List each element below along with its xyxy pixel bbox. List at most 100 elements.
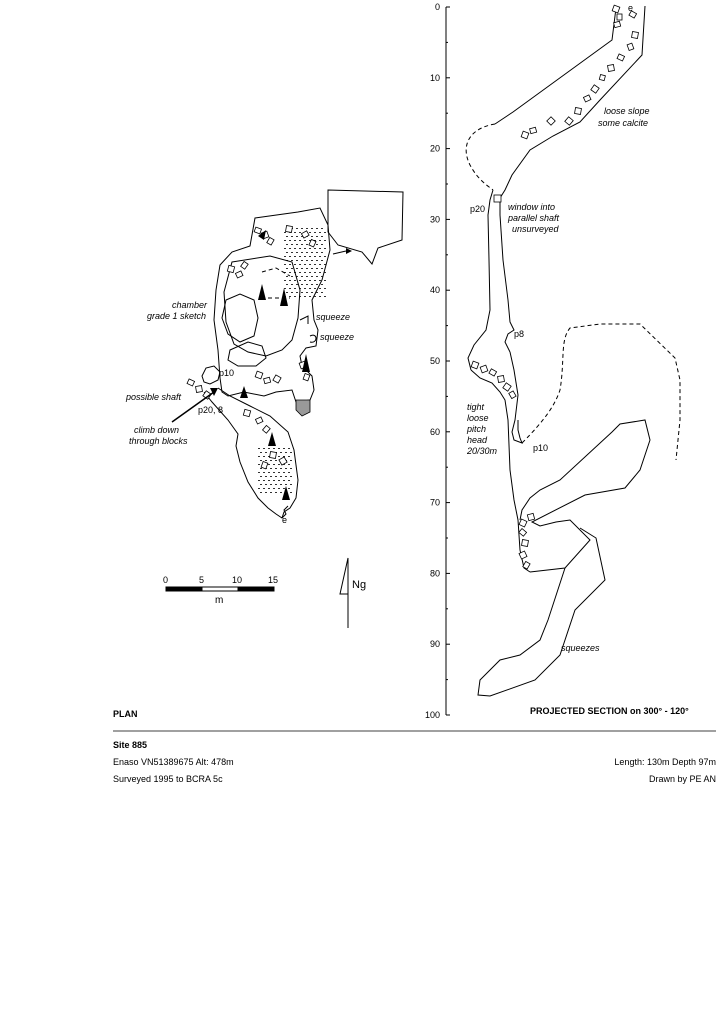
- p10-loop: [201, 365, 221, 385]
- sediment-dot: [306, 228, 308, 229]
- sediment-dot: [316, 244, 318, 245]
- sediment-dot: [273, 464, 275, 465]
- sediment-dot: [260, 452, 262, 453]
- sediment-dot: [296, 292, 298, 293]
- sediment-dot: [324, 272, 326, 273]
- climb-down-arrow: [171, 391, 215, 423]
- sediment-dot: [324, 296, 326, 297]
- sediment-dot: [306, 276, 308, 277]
- sediment-dot: [306, 252, 308, 253]
- sediment-dot: [299, 232, 301, 233]
- sediment-dot: [284, 240, 286, 241]
- sediment-dot: [301, 252, 303, 253]
- connection-arrowhead: [346, 248, 352, 254]
- sediment-dot: [286, 268, 288, 269]
- sediment-dot: [268, 480, 270, 481]
- window-into-label: window into: [508, 202, 555, 212]
- sediment-dot: [275, 468, 277, 469]
- sediment-dot: [260, 492, 262, 493]
- sediment-dot: [306, 284, 308, 285]
- sediment-dot: [316, 276, 318, 277]
- dashed-parallel-passage: [521, 323, 681, 461]
- sediment-dot: [314, 288, 316, 289]
- sediment-dot: [299, 240, 301, 241]
- sediment-dot: [311, 252, 313, 253]
- sediment-dot: [316, 292, 318, 293]
- sediment-dot: [284, 232, 286, 233]
- scale-tick-0: 0: [163, 575, 168, 585]
- sediment-dot: [306, 268, 308, 269]
- plan-boulders: [186, 225, 317, 470]
- connection-arrow: [332, 250, 347, 255]
- sediment-dot: [296, 236, 298, 237]
- sediment-dot: [289, 288, 291, 289]
- location-text: Enaso VN51389675 Alt: 478m: [113, 757, 234, 767]
- unsurveyed-label: unsurveyed: [512, 224, 560, 234]
- sediment-dot: [285, 452, 287, 453]
- sediment-dot: [291, 268, 293, 269]
- sediment-dot: [319, 280, 321, 281]
- sediment-dot: [286, 244, 288, 245]
- sediment-dot: [296, 228, 298, 229]
- sediment-dot: [309, 264, 311, 265]
- pitch-label: pitch: [466, 424, 486, 434]
- sediment-dot: [283, 456, 285, 457]
- sediment-dot: [316, 236, 318, 237]
- sediment-dot: [278, 456, 280, 457]
- sediment-dot: [294, 288, 296, 289]
- sediment-dot: [306, 292, 308, 293]
- sediment-dot: [314, 240, 316, 241]
- sediment-dot: [263, 448, 265, 449]
- sediment-dot: [291, 276, 293, 277]
- inner-rock-2: [227, 341, 267, 367]
- sediment-dot: [291, 284, 293, 285]
- head-label: head: [467, 435, 488, 445]
- north-label: Ng: [352, 579, 366, 591]
- sediment-dot: [319, 296, 321, 297]
- loose-label: loose: [467, 413, 489, 423]
- sediment-dot: [319, 232, 321, 233]
- sediment-dot: [273, 480, 275, 481]
- sediment-dot: [324, 280, 326, 281]
- sediment-dot: [309, 296, 311, 297]
- parallel-shaft-label: parallel shaft: [507, 213, 560, 223]
- depth-tick-label: 30: [430, 214, 440, 224]
- sediment-dot: [290, 476, 292, 477]
- sediment-dot: [290, 452, 292, 453]
- sediment-dot: [314, 232, 316, 233]
- sediment-dot: [316, 228, 318, 229]
- sediment-dot: [301, 284, 303, 285]
- possible-shaft-label: possible shaft: [125, 392, 182, 402]
- section-p20-label: p20: [470, 204, 485, 214]
- sediment-dot: [294, 256, 296, 257]
- dashed-chamber: [465, 123, 496, 191]
- sediment-dot: [286, 276, 288, 277]
- sediment-dot: [263, 456, 265, 457]
- sediment-dot: [290, 468, 292, 469]
- sediment-dot: [311, 276, 313, 277]
- sediment-dot: [311, 284, 313, 285]
- sediment-dot: [304, 296, 306, 297]
- sediment-dot: [283, 464, 285, 465]
- sediment-dot: [291, 236, 293, 237]
- climb-down-arrowhead: [210, 388, 218, 396]
- sediment-dot: [321, 244, 323, 245]
- sediment-dot: [304, 248, 306, 249]
- sediment-dot: [299, 256, 301, 257]
- sediment-dot: [284, 248, 286, 249]
- plan-p10-label: p10: [219, 368, 234, 378]
- inner-rock-1: [221, 293, 259, 343]
- sediment-dot: [280, 452, 282, 453]
- sediment-dot: [309, 240, 311, 241]
- sediment-dot: [301, 268, 303, 269]
- sediment-dot: [309, 248, 311, 249]
- grey-sump: [295, 399, 311, 417]
- sediment-dot: [314, 256, 316, 257]
- sediment-dot: [288, 480, 290, 481]
- sediment-dot: [278, 472, 280, 473]
- scale-unit: m: [215, 595, 223, 606]
- sediment-dot: [289, 264, 291, 265]
- survey-grade-text: Surveyed 1995 to BCRA 5c: [113, 774, 223, 784]
- sediment-dot: [289, 240, 291, 241]
